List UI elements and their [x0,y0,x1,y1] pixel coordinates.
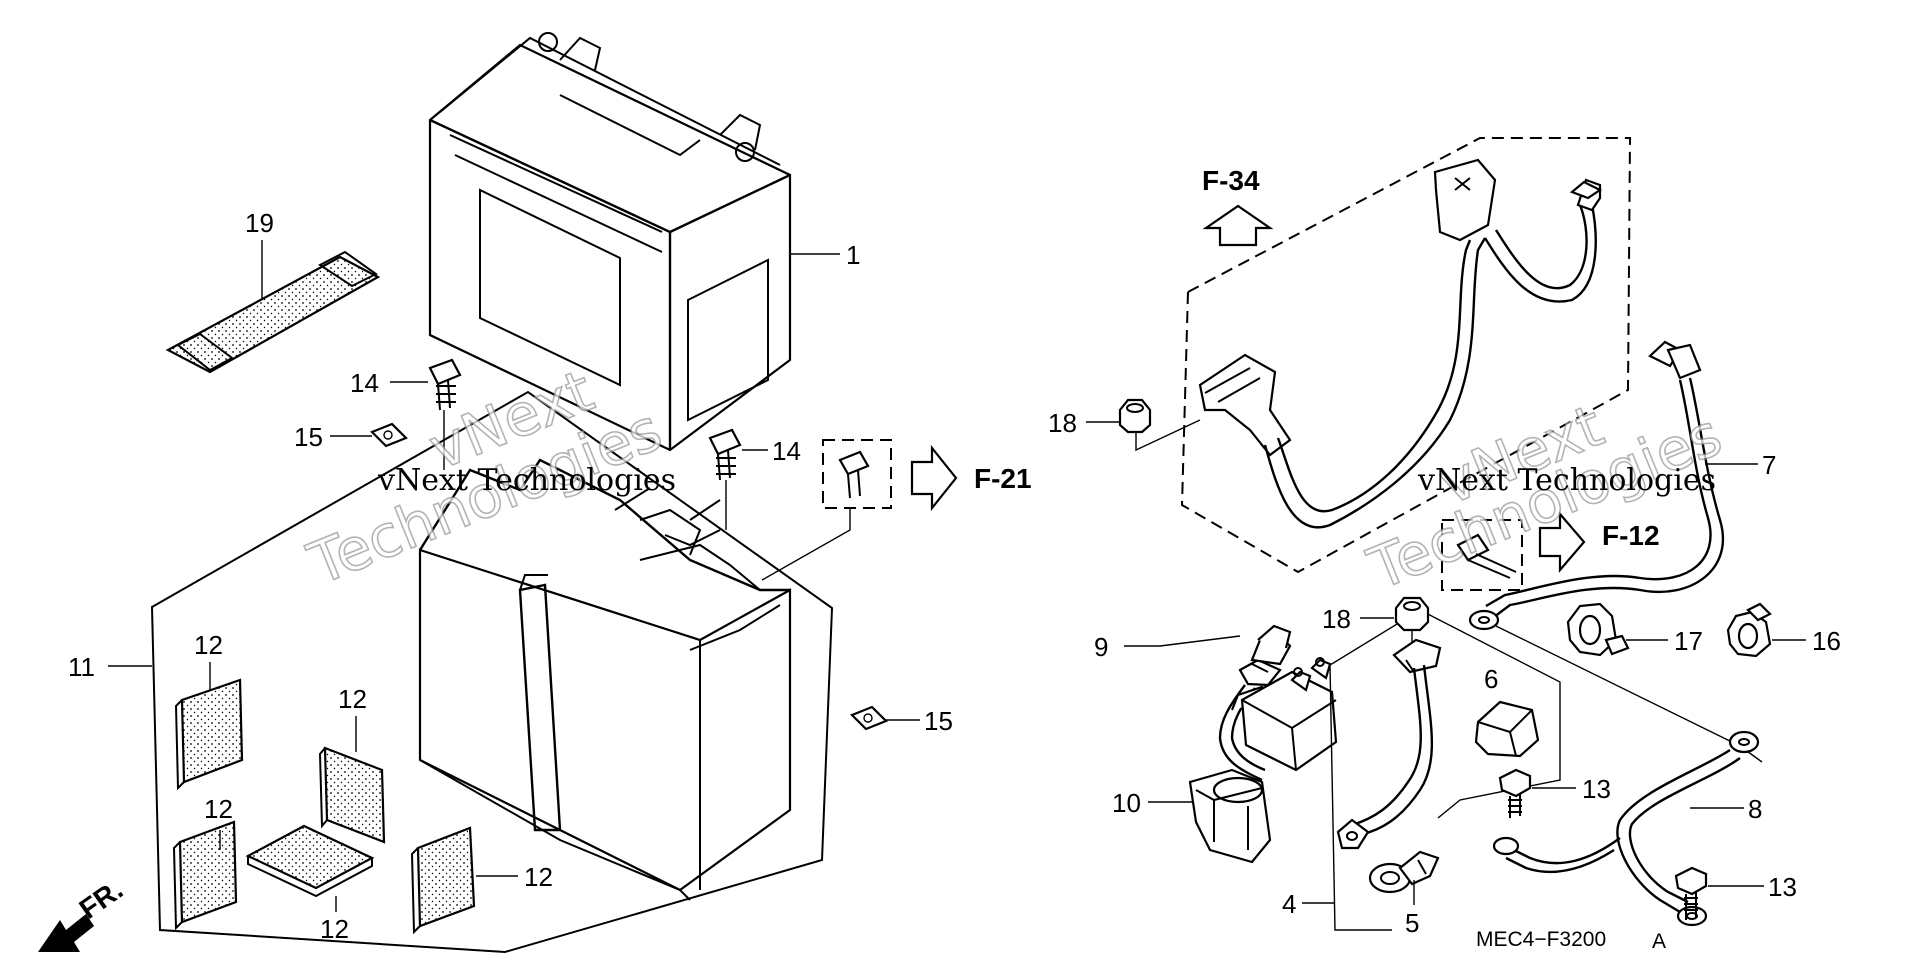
cable-4 [1336,638,1442,850]
callout-14-lower: 14 [772,436,801,466]
clip-nut-15-upper [370,422,408,448]
watermark-line-right: vNext Technologies [1417,463,1716,498]
terminal-5 [1368,850,1440,894]
callout-12-b: 12 [338,684,367,714]
relay-holder [1188,768,1272,864]
ref-f12: F-12 [1602,520,1660,551]
ref-front: FR. [74,874,129,925]
cable-8 [1492,625,1763,927]
callout-5: 5 [1405,908,1419,938]
callout-7: 7 [1762,450,1776,480]
starter-relay [1218,624,1338,782]
f34-arrow [1202,204,1274,247]
callout-12-e: 12 [524,862,553,892]
callout-13-lower: 13 [1768,872,1797,902]
watermark-line-left: vNext Technologies [377,463,676,498]
bolt-13-upper [1498,768,1532,818]
callout-18-lower: 18 [1322,604,1351,634]
battery [428,32,792,452]
cable-group-frame [1180,137,1632,574]
diagram-code-suffix: A [1652,930,1666,953]
nut-18-upper [1118,398,1152,434]
cable-7 [1468,340,1725,631]
f21-bolt-box [822,439,892,509]
callout-10: 10 [1112,788,1141,818]
battery-case [418,458,792,901]
bolt-14-upper [428,358,462,411]
callout-13-upper: 13 [1582,774,1611,804]
callout-14-upper: 14 [350,368,379,398]
leader-9 [1124,635,1241,647]
battery-strap [165,250,381,374]
callout-12-a: 12 [194,630,223,660]
clamp-16 [1726,602,1772,658]
terminal-cover-6 [1474,700,1540,758]
callout-6: 6 [1484,664,1498,694]
cable-4-frame [1329,609,1561,931]
pad-12-a [174,678,244,791]
nut-18-lower [1394,596,1430,632]
f12-arrow [1538,511,1586,573]
ref-f21: F-21 [974,463,1032,494]
f21-bolt-leader [761,508,851,581]
bolt-14-lower [708,428,742,481]
f12-bolt-box [1441,519,1523,591]
pad-12-c [172,820,238,931]
starter-cable [1198,158,1603,529]
callout-4: 4 [1282,889,1296,919]
front-arrow [38,914,94,952]
pad-12-d [245,824,375,898]
callout-12-c: 12 [204,794,233,824]
bolt-13-lower [1674,866,1708,920]
callout-18-upper: 18 [1048,408,1077,438]
f12-bolt [1456,533,1517,579]
f21-arrow [910,444,958,512]
clamp-17 [1566,602,1630,657]
callout-12-d: 12 [320,914,349,944]
callout-1: 1 [846,240,860,270]
pad-12-b [318,746,386,844]
clip-nut-15-lower [850,705,888,731]
case-group-frame [150,390,834,954]
ref-f34: F-34 [1202,165,1260,196]
callout-15-lower: 15 [924,706,953,736]
diagram-code: MEC4−F3200 [1476,928,1606,951]
callout-11: 11 [68,652,95,682]
callout-16: 16 [1812,626,1841,656]
callout-19: 19 [245,208,274,238]
nut-18-upper-axis [1135,419,1201,452]
callout-8: 8 [1748,794,1762,824]
callout-9: 9 [1094,632,1108,662]
f21-bolt [838,450,870,499]
pad-12-e [410,826,476,935]
callout-15-upper: 15 [294,422,323,452]
callout-17: 17 [1674,626,1703,656]
